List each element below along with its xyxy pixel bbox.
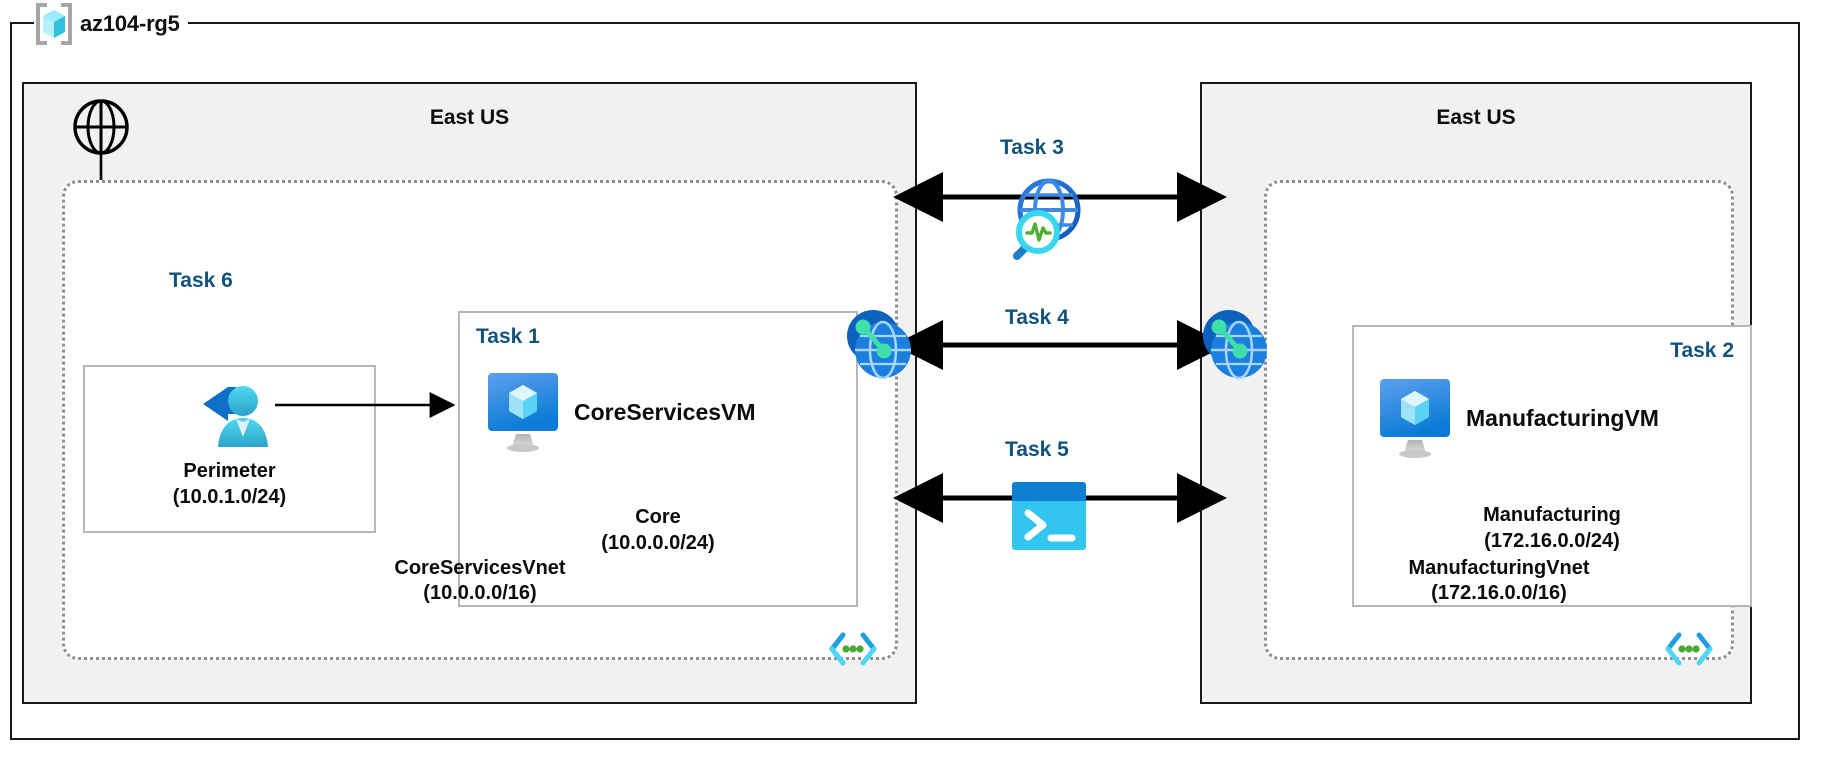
region-left-title: East US [429, 106, 510, 129]
azure-bastion-icon [195, 381, 273, 455]
virtual-machine-icon [486, 371, 560, 453]
subnet-core: Task 1 [458, 311, 858, 607]
globe-icon [72, 98, 130, 156]
region-east-us-left: East US Task 6 [22, 82, 917, 704]
subnet-code-icon [828, 631, 877, 667]
resource-group-title: az104-rg5 [34, 3, 188, 45]
manufacturing-name: Manufacturing [1483, 504, 1621, 526]
perimeter-subnet-caption: Perimeter (10.0.1.0/24) [85, 459, 374, 510]
core-cidr: (10.0.0.0/24) [601, 531, 715, 554]
core-services-vm-name: CoreServicesVM [574, 398, 756, 425]
task-1-label: Task 1 [476, 325, 540, 348]
manufacturing-vm-name: ManufacturingVM [1466, 404, 1659, 431]
subnet-code-icon [1665, 631, 1713, 667]
perimeter-name: Perimeter [183, 460, 276, 482]
subnet-manufacturing: Task 2 [1352, 325, 1752, 607]
vnet-manufacturing: Task 2 [1264, 180, 1752, 666]
vnet-peering-icon [1196, 306, 1274, 386]
region-right-title: East US [1436, 106, 1516, 129]
core-vnet-cidr: (10.0.0.0/16) [423, 582, 537, 605]
resource-group-frame [10, 22, 1800, 740]
region-east-us-right: East US Task 2 [1200, 82, 1752, 704]
task-6-label: Task 6 [169, 269, 233, 292]
task-4-label: Task 4 [1005, 306, 1069, 329]
manufacturing-vnet-caption: ManufacturingVnet (172.16.0.0/16) [1267, 556, 1731, 607]
bastion-to-core-arrow [275, 392, 456, 418]
network-watcher-icon [995, 172, 1087, 264]
task-4-arrow [893, 320, 1227, 370]
vnet-core-services: Task 6 [62, 180, 898, 666]
manufacturing-vm: ManufacturingVM [1378, 377, 1659, 459]
manufacturing-vnet-cidr: (172.16.0.0/16) [1431, 582, 1567, 605]
core-vnet-caption: CoreServicesVnet (10.0.0.0/16) [65, 556, 895, 607]
core-subnet-caption: Core (10.0.0.0/24) [460, 505, 856, 556]
azure-resource-group-icon [34, 3, 74, 45]
task-2-label: Task 2 [1670, 339, 1734, 362]
manufacturing-cidr: (172.16.0.0/24) [1484, 529, 1620, 552]
perimeter-cidr: (10.0.1.0/24) [172, 485, 287, 508]
subnet-perimeter: Perimeter (10.0.1.0/24) [83, 365, 376, 533]
core-vnet-name: CoreServicesVnet [394, 556, 566, 579]
cloud-shell-icon [1010, 480, 1088, 552]
manufacturing-vnet-name: ManufacturingVnet [1408, 556, 1590, 579]
resource-group-name: az104-rg5 [80, 11, 180, 36]
vnet-peering-icon [840, 306, 918, 386]
core-services-vm: CoreServicesVM [486, 371, 756, 453]
task-5-label: Task 5 [1005, 438, 1069, 461]
virtual-machine-icon [1378, 377, 1452, 459]
task-3-label: Task 3 [1000, 136, 1064, 159]
core-name: Core [635, 506, 681, 528]
manufacturing-subnet-caption: Manufacturing (172.16.0.0/24) [1354, 503, 1750, 554]
